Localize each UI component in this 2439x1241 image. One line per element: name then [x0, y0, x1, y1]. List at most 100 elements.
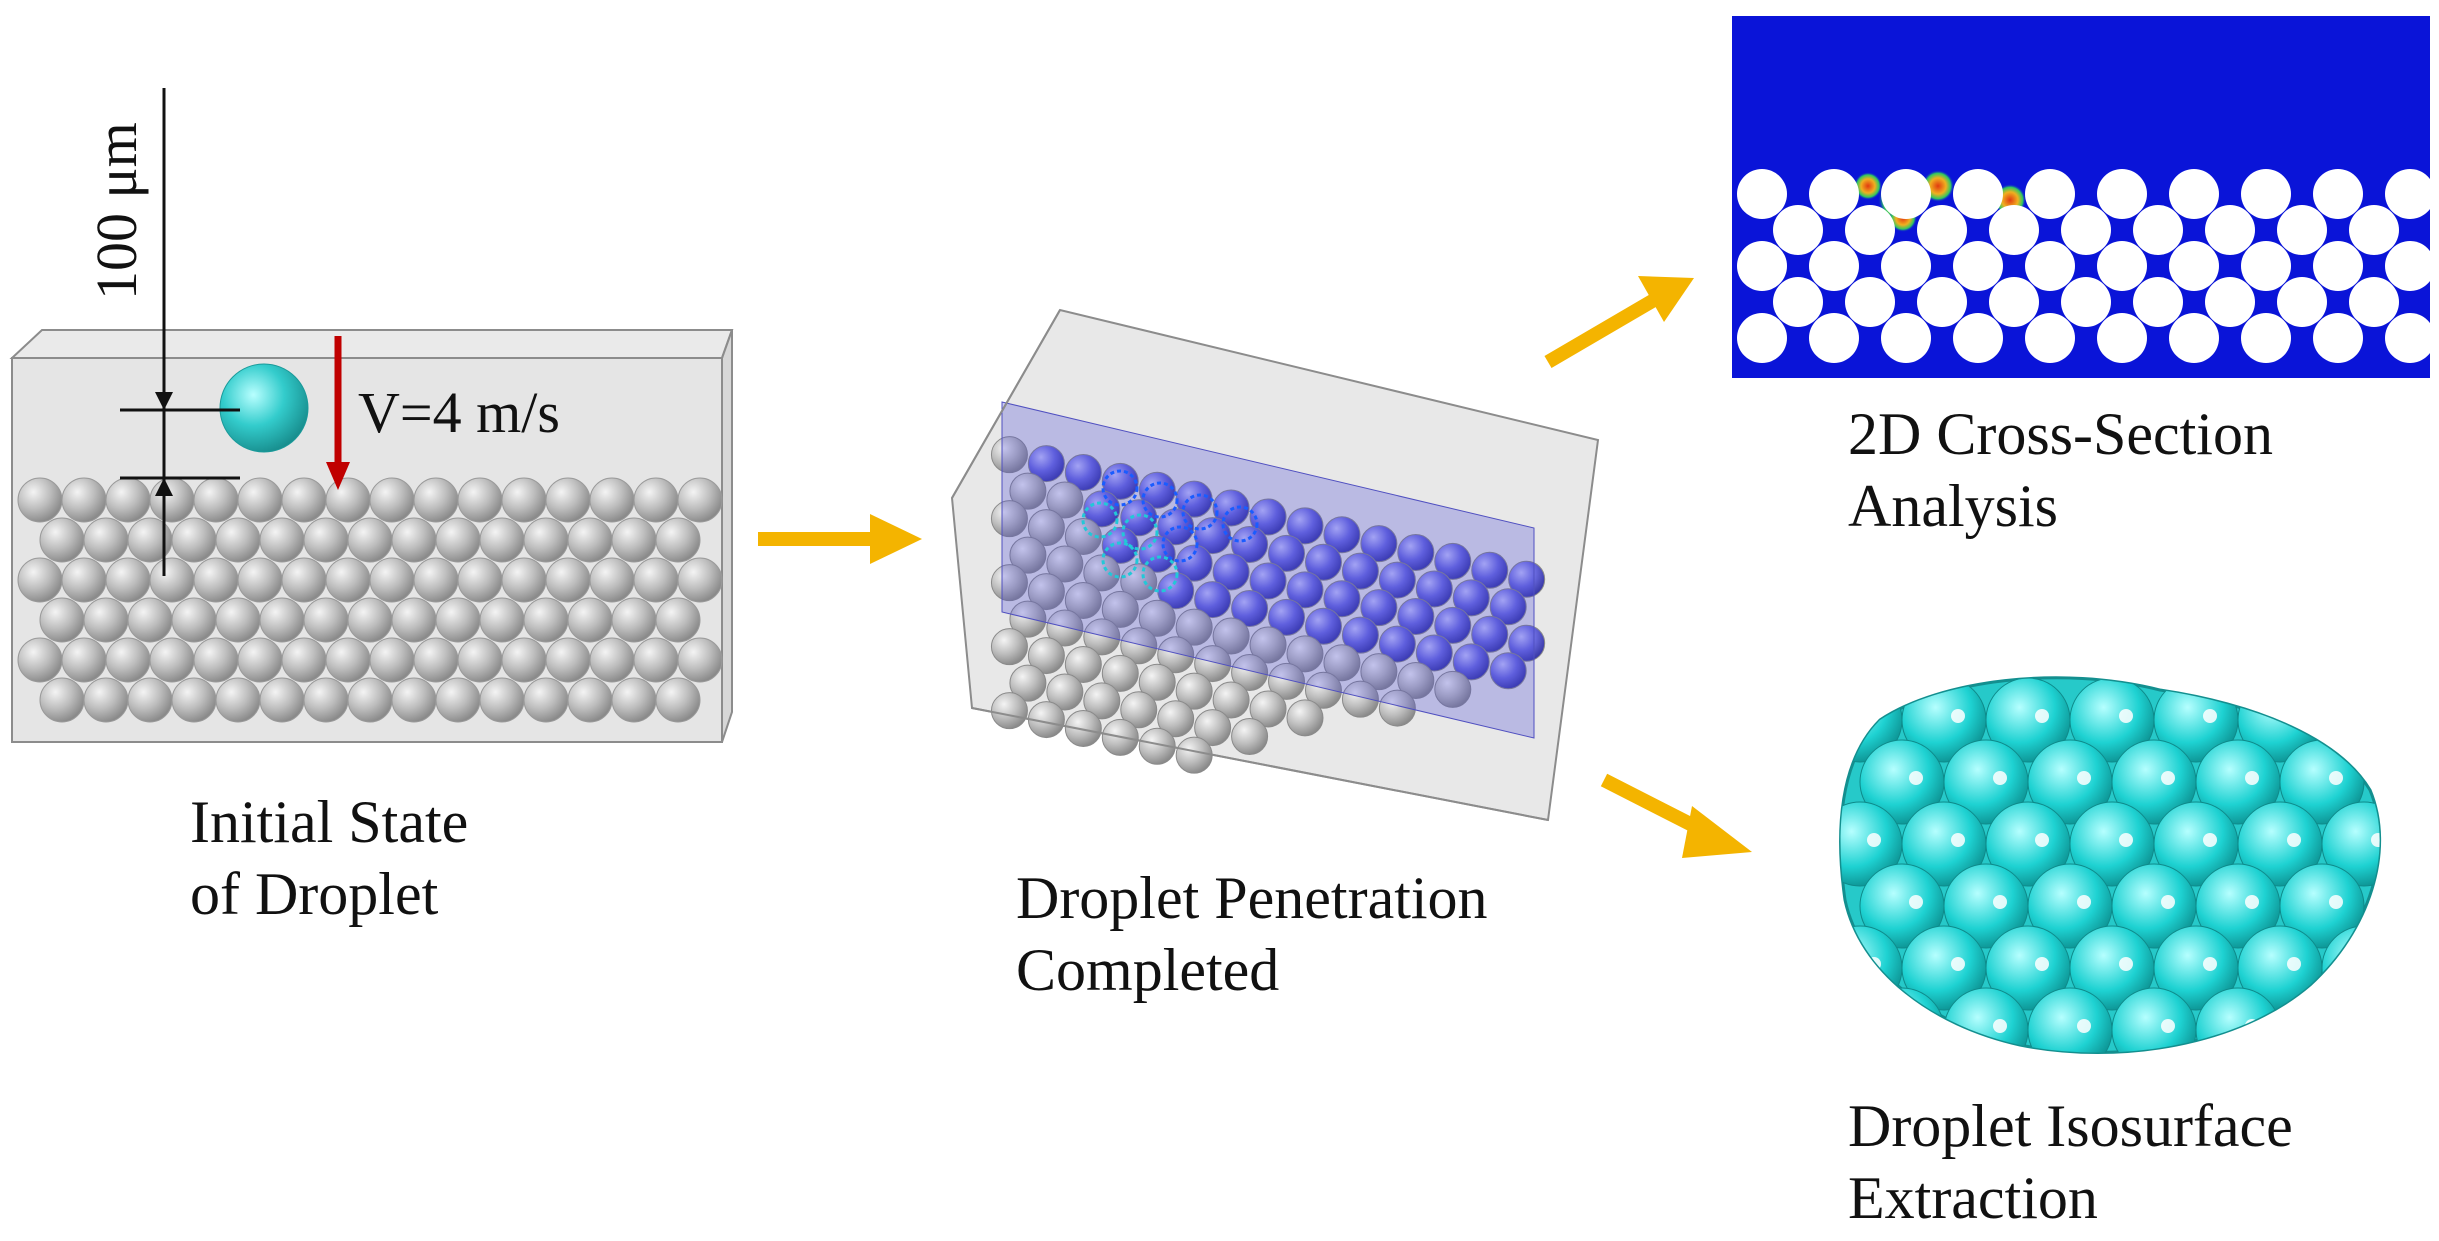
isosurface-pore	[2035, 833, 2049, 847]
droplet-mesh-cell	[1101, 541, 1139, 579]
isosurface-pore	[2245, 895, 2259, 909]
particle-section	[1989, 277, 2039, 327]
particle-sphere	[1231, 653, 1269, 691]
particle-sphere	[391, 677, 437, 723]
particle-sphere	[1027, 573, 1065, 611]
isosurface-pore	[2161, 895, 2175, 909]
particle-sphere	[611, 677, 657, 723]
particle-sphere	[1194, 581, 1232, 619]
caption-penetration: Droplet Penetration Completed	[1016, 862, 1488, 1006]
particle-sphere	[1397, 534, 1435, 572]
particle-sphere	[1268, 598, 1306, 636]
particle-sphere	[1286, 571, 1324, 609]
particle-sphere	[281, 477, 327, 523]
particle-sphere	[193, 477, 239, 523]
particle-sphere	[1064, 517, 1102, 555]
particle-sphere	[105, 557, 151, 603]
particle-sphere	[1064, 581, 1102, 619]
particle-sphere	[83, 517, 129, 563]
particle-sphere	[990, 564, 1028, 602]
particle-sphere	[589, 477, 635, 523]
particle-sphere	[1508, 560, 1546, 598]
particle-sphere	[1397, 598, 1435, 636]
particle-sphere	[589, 557, 635, 603]
particle-section	[1953, 241, 2003, 291]
isosurface-pore	[2119, 957, 2133, 971]
isosurface-pore	[2035, 957, 2049, 971]
particle-section	[2241, 313, 2291, 363]
particle-sphere	[1175, 672, 1213, 710]
isosurface-pore	[1909, 895, 1923, 909]
isosurface-pore	[2119, 833, 2133, 847]
isosurface-lobe	[1943, 987, 2029, 1053]
particle-sphere	[1175, 736, 1213, 774]
particle-sphere	[413, 557, 459, 603]
isosurface-pore	[2161, 771, 2175, 785]
particle-sphere	[259, 517, 305, 563]
isosurface-pore	[1951, 957, 1965, 971]
particle-sphere	[633, 557, 679, 603]
particle-sphere	[1138, 599, 1176, 637]
caption-penetration-line1: Droplet Penetration	[1016, 865, 1488, 931]
particle-section	[2385, 313, 2435, 363]
particle-sphere	[391, 517, 437, 563]
particle-section	[2277, 277, 2327, 327]
caption-isosurface-line2: Extraction	[1848, 1165, 2098, 1231]
isosurface-pore	[1867, 833, 1881, 847]
particle-sphere	[325, 477, 371, 523]
particle-sphere	[1452, 579, 1490, 617]
isosurface-pore	[2203, 957, 2217, 971]
particle-sphere	[1249, 626, 1287, 664]
particle-sphere	[545, 637, 591, 683]
isosurface-pore	[2119, 709, 2133, 723]
particle-sphere	[171, 677, 217, 723]
isosurface-lobe	[2279, 987, 2365, 1053]
particle-sphere	[1027, 509, 1065, 547]
isosurface-lobe	[2321, 801, 2380, 887]
droplet-sphere	[219, 363, 309, 453]
caption-initial-line2: of Droplet	[190, 861, 439, 927]
isosurface-lobe	[2027, 987, 2113, 1053]
isosurface-pore	[1993, 1019, 2007, 1033]
particle-sphere	[479, 517, 525, 563]
particle-sphere	[1341, 680, 1379, 718]
droplet-mesh-cell	[1101, 469, 1139, 507]
particle-sphere	[1378, 689, 1416, 727]
particle-sphere	[1046, 545, 1084, 583]
particle-sphere	[17, 557, 63, 603]
particle-section	[2385, 169, 2435, 219]
particle-sphere	[1378, 625, 1416, 663]
particle-sphere	[413, 637, 459, 683]
particle-bed	[17, 477, 723, 723]
particle-sphere	[655, 517, 701, 563]
particle-sphere	[1083, 618, 1121, 656]
particle-sphere	[1101, 526, 1139, 564]
particle-section	[1809, 241, 1859, 291]
particle-sphere	[17, 477, 63, 523]
particle-sphere	[61, 477, 107, 523]
particle-section	[2025, 313, 2075, 363]
particle-section	[2241, 241, 2291, 291]
particle-sphere	[655, 677, 701, 723]
dimension-arrowhead-top	[155, 392, 173, 410]
particle-sphere	[479, 597, 525, 643]
droplet-mesh-cell	[1141, 481, 1179, 519]
droplet-mesh-cell	[1081, 501, 1119, 539]
isosurface-pore	[2077, 1019, 2091, 1033]
caption-penetration-line2: Completed	[1016, 937, 1280, 1003]
velocity-label: V=4 m/s	[358, 380, 560, 445]
particle-sphere	[435, 677, 481, 723]
particle-sphere	[149, 637, 195, 683]
particle-sphere	[655, 597, 701, 643]
particle-section	[2169, 241, 2219, 291]
particle-sphere	[1304, 543, 1342, 581]
particle-section	[1845, 205, 1895, 255]
particle-sphere	[171, 597, 217, 643]
caption-cross-section-line2: Analysis	[1848, 473, 2058, 539]
particle-sections	[1737, 169, 2435, 363]
particle-sphere	[567, 677, 613, 723]
particle-sphere	[1249, 690, 1287, 728]
dimension-arrowhead-bottom	[155, 478, 173, 496]
particle-sphere	[1175, 608, 1213, 646]
particle-section	[1881, 241, 1931, 291]
